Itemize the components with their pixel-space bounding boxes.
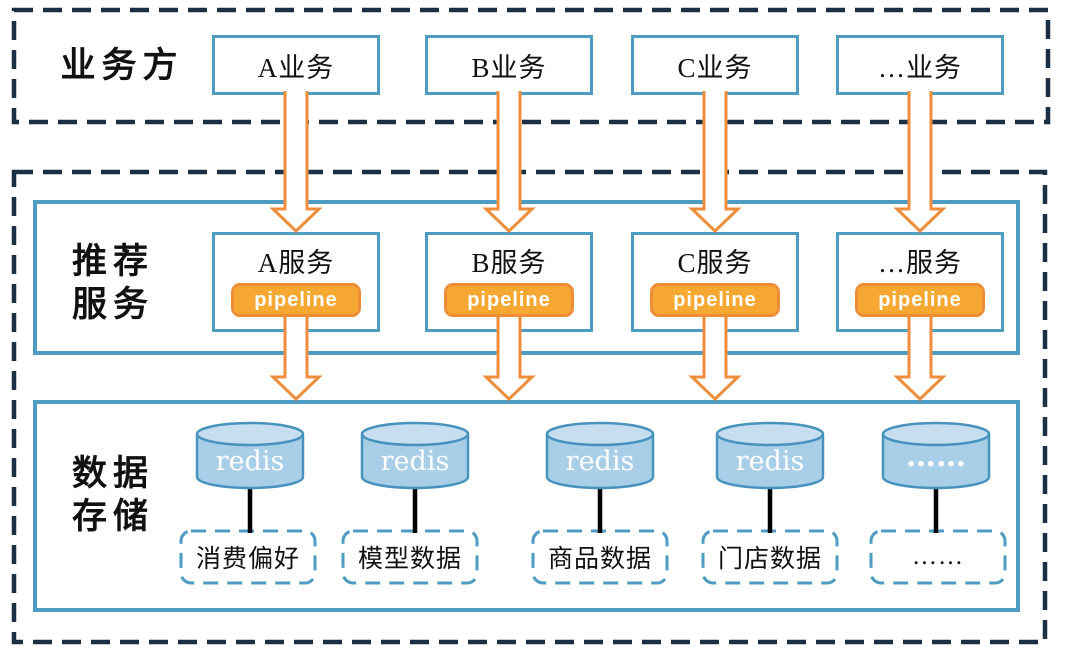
pipeline-badge: pipeline [650, 283, 780, 317]
service-box-etc: …服务 pipeline [836, 232, 1004, 332]
data-box-label-1: 消费偏好 [195, 546, 300, 573]
service-box-b-label: B服务 [471, 248, 547, 278]
services-section-label: 推荐 服务 [53, 240, 173, 326]
services-label-line1: 推荐 [71, 242, 154, 281]
storage-label-line1: 数据 [71, 454, 154, 493]
business-box-b: B业务 [425, 35, 593, 95]
pipeline-badge: pipeline [855, 283, 985, 317]
business-box-etc-label: …业务 [878, 52, 962, 83]
business-box-a: A业务 [212, 35, 380, 95]
storage-section-label: 数据 存储 [53, 452, 173, 538]
data-box-label-4: 门店数据 [717, 546, 822, 573]
business-box-a-label: A业务 [257, 52, 335, 83]
business-box-c-label: C业务 [677, 52, 753, 83]
pipeline-badge: pipeline [231, 283, 361, 317]
data-box-label-5: …… [912, 543, 964, 570]
pipeline-badge: pipeline [444, 283, 574, 317]
data-box-label-2: 模型数据 [357, 546, 462, 573]
services-label-line2: 服务 [71, 285, 154, 324]
service-box-c: C服务 pipeline [631, 232, 799, 332]
service-box-a-label: A服务 [257, 248, 335, 278]
data-box-label-3: 商品数据 [547, 546, 652, 573]
service-box-b: B服务 pipeline [425, 232, 593, 332]
business-box-etc: …业务 [836, 35, 1004, 95]
business-box-c: C业务 [631, 35, 799, 95]
service-box-etc-label: …服务 [878, 248, 962, 278]
service-box-c-label: C服务 [677, 248, 753, 278]
business-section-label: 业务方 [60, 46, 184, 85]
storage-container [33, 400, 1020, 612]
service-box-a: A服务 pipeline [212, 232, 380, 332]
storage-label-line2: 存储 [71, 497, 154, 536]
business-box-b-label: B业务 [471, 52, 547, 83]
